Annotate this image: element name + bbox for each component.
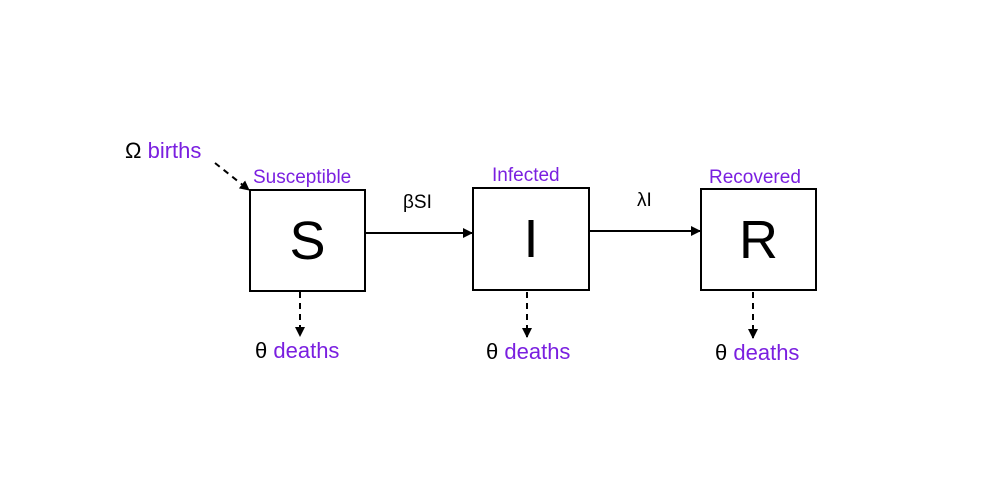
r-deaths-label: θ deaths xyxy=(715,342,799,364)
i-deaths-label: θ deaths xyxy=(486,341,570,363)
infected-label: Infected xyxy=(492,165,560,186)
i-deaths-symbol: θ xyxy=(486,339,499,364)
s-deaths-label: θ deaths xyxy=(255,340,339,362)
r-deaths-symbol: θ xyxy=(715,340,728,365)
recovered-letter: R xyxy=(739,209,778,270)
s-deaths-symbol: θ xyxy=(255,338,268,363)
r-deaths-text: deaths xyxy=(733,340,800,365)
infected-box: I xyxy=(472,187,590,291)
i-deaths-text: deaths xyxy=(504,339,571,364)
recovered-label: Recovered xyxy=(709,167,801,188)
births-text: births xyxy=(147,138,202,163)
recovered-box: R xyxy=(700,188,817,291)
births-arrow xyxy=(214,162,250,191)
births-symbol: Ω xyxy=(125,138,142,163)
susceptible-box: S xyxy=(249,189,366,292)
susceptible-label: Susceptible xyxy=(253,167,352,188)
s-deaths-text: deaths xyxy=(273,338,340,363)
infection-rate-label: βSI xyxy=(403,192,432,213)
infected-letter: I xyxy=(523,209,539,269)
births-label: Ω births xyxy=(125,140,201,162)
recovery-rate-label: λI xyxy=(637,190,652,211)
susceptible-letter: S xyxy=(289,210,326,271)
